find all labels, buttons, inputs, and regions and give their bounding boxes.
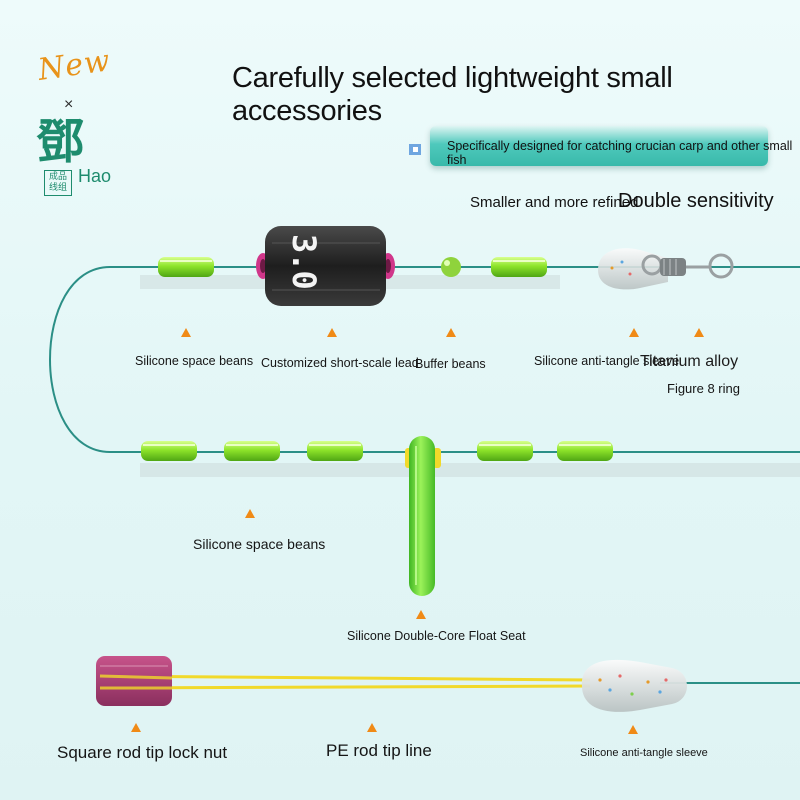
arrow-marker-lead [327,328,337,337]
brand-hao-label: Hao [78,166,112,186]
label-figure8-ring: Figure 8 ring [667,381,740,396]
label-float-seat: Silicone Double-Core Float Seat [347,629,526,643]
arrow-marker-buffer [446,328,456,337]
anti-tangle-sleeve-bottom [581,659,687,712]
label-pe-line: PE rod tip line [326,741,432,760]
pe-rod-tip-line [99,674,591,690]
seal-line-1: 成品 [48,171,67,181]
lead-marking: 3.0 [285,234,323,289]
short-scale-lead [256,226,395,306]
arrow-marker-sleeve [629,328,639,337]
brand-seal: 成品 线组 [44,170,72,196]
label-titanium-alloy: Titanium alloy [640,353,739,370]
square-lock-nut [96,656,173,706]
space-bean-row2-3 [307,441,363,461]
arrow-marker-lock-nut [131,723,141,732]
space-bean-row2-1 [141,441,197,461]
space-bean-row2-5 [557,441,613,461]
arrow-marker-space-beans [181,328,191,337]
seal-line-2: 线组 [48,182,67,192]
space-bean-row1-right [491,257,547,277]
main-line [49,266,800,453]
figure8-ring [641,253,734,279]
space-bean-row2-2 [224,441,280,461]
label-space-beans-1: Silicone space beans [135,354,254,368]
arrow-marker-ring [694,328,704,337]
subtitle-smaller: Smaller and more refined [470,194,639,211]
arrow-marker-pe-line [367,723,377,732]
square-bullet-icon [409,144,421,155]
buffer-bean [441,257,461,277]
arrow-marker-space-beans-2 [245,509,255,518]
anti-tangle-sleeve-top [598,248,668,290]
cross-mark: × [64,96,74,113]
label-short-scale-lead: Customized short-scale lead [261,356,419,370]
page-title: Carefully selected lightweight small acc… [232,62,673,127]
label-space-beans-2: Silicone space beans [193,536,326,552]
label-buffer-beans: Buffer beans [415,357,486,371]
banner-text: Specifically designed for catching cruci… [447,139,793,167]
arrow-marker-float-seat [416,610,426,619]
label-anti-tangle-sleeve-2: Silicone anti-tangle sleeve [580,747,708,759]
brand-logo: 鄧 [36,114,85,170]
banner-bar [430,126,768,166]
arrow-marker-sleeve-2 [628,725,638,734]
space-bean-row1 [158,257,214,277]
subtitle-double-sensitivity: Double sensitivity [618,190,774,212]
label-anti-tangle-sleeve-1: Silicone anti-tangle sleeve [534,354,680,368]
label-lock-nut: Square rod tip lock nut [57,743,228,762]
space-bean-row2-4 [477,441,533,461]
double-core-float-seat [405,436,441,596]
